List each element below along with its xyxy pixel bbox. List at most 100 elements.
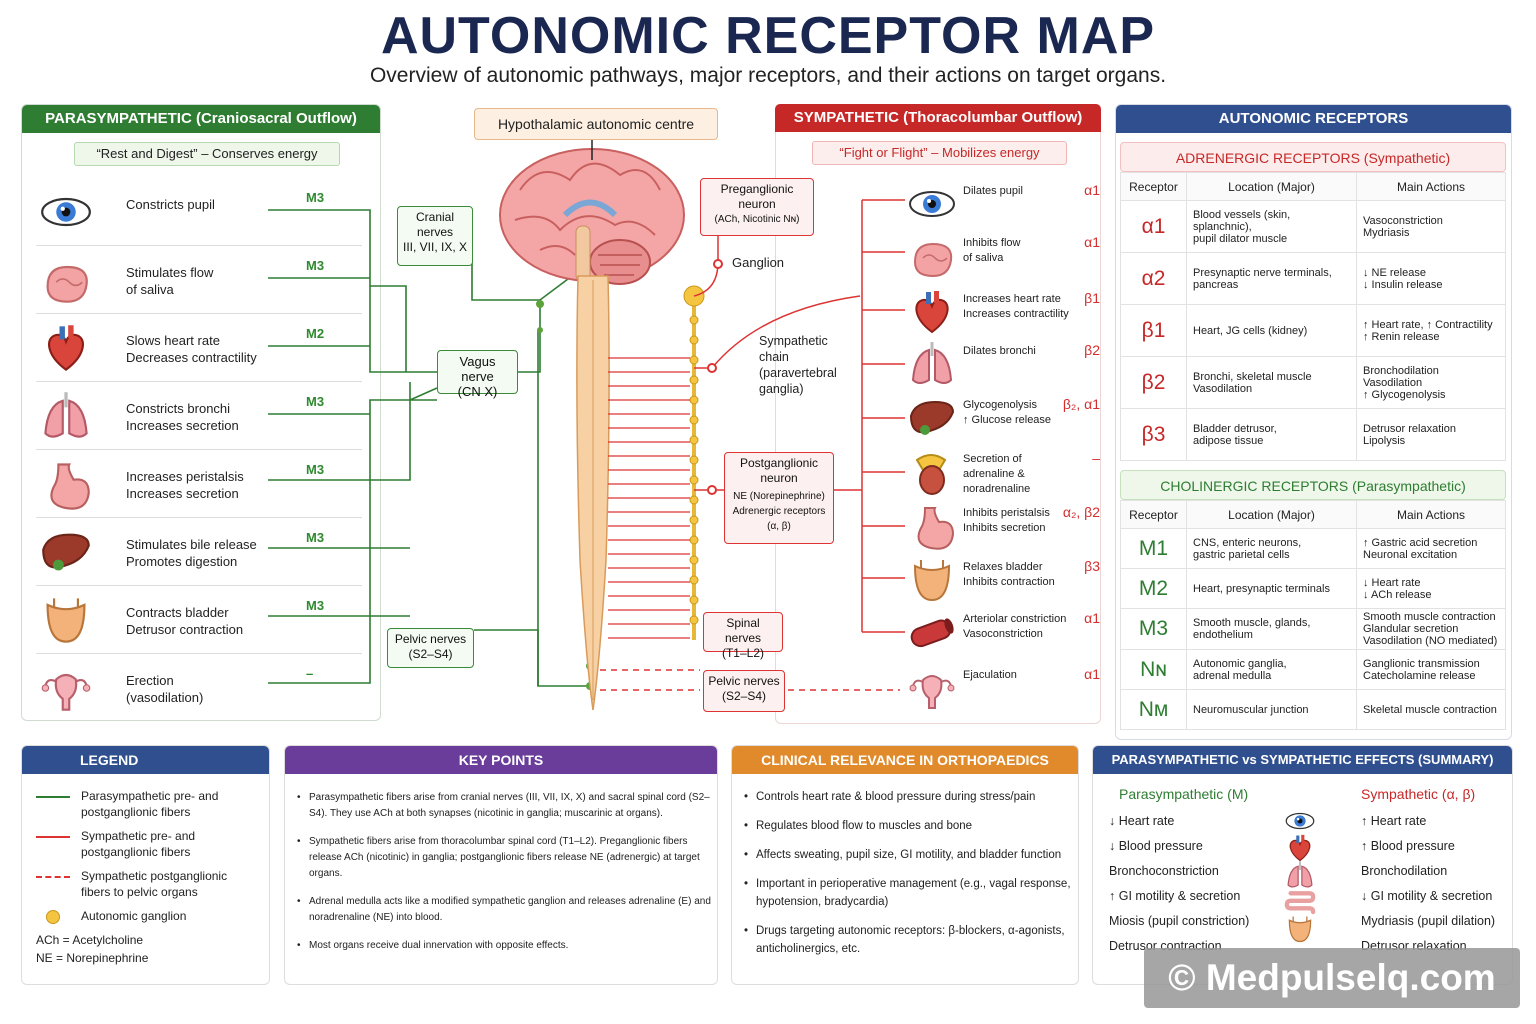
sympathetic-action: Relaxes bladder Inhibits contraction — [963, 561, 1055, 588]
key-point-item: Adrenal medulla acts like a modified sym… — [295, 894, 711, 926]
receptor-actions: Ganglionic transmission Catecholamine re… — [1356, 649, 1506, 690]
postganglionic-neuron-box: Postganglionic neuron NE (Norepinephrine… — [724, 452, 834, 544]
legend-swatch-red — [36, 836, 70, 838]
summary-left-item: ↓ Blood pressure — [1109, 839, 1203, 853]
bladder-icon — [907, 556, 957, 604]
stomach-icon — [38, 458, 94, 510]
parasympathetic-receptor: M3 — [306, 598, 325, 613]
clinical-list: Controls heart rate & blood pressure dur… — [742, 788, 1074, 969]
liver-icon — [907, 394, 957, 442]
receptor-actions: ↓ NE release ↓ Insulin release — [1356, 252, 1506, 305]
uterus-icon — [907, 664, 957, 712]
summary-left-header: Parasympathetic (M) — [1119, 786, 1249, 802]
parasympathetic-receptor: M3 — [306, 462, 325, 477]
sympathetic-action: Ejaculation — [963, 669, 1017, 681]
receptor-location: Neuromuscular junction — [1186, 689, 1357, 730]
summary-left-item: Miosis (pupil constriction) — [1109, 914, 1250, 928]
receptor-symbol: M3 — [1120, 608, 1187, 650]
adrenergic-header: ADRENERGIC RECEPTORS (Sympathetic) — [1120, 142, 1506, 172]
clinical-item: Controls heart rate & blood pressure dur… — [742, 788, 1074, 806]
sympathetic-action: Dilates pupil — [963, 185, 1023, 197]
legend-item-label: Sympathetic pre- and postganglionic fibe… — [81, 829, 196, 859]
parasympathetic-receptor: M2 — [306, 326, 325, 341]
sympathetic-row: Secretion of adrenaline & noradrenaline– — [905, 444, 1100, 502]
spinal-nerves-box: Spinal nerves (T1–L2) — [703, 612, 783, 660]
sympathetic-header: SYMPATHETIC (Thoracolumbar Outflow) — [775, 104, 1101, 132]
salivary-gland-icon — [907, 232, 957, 280]
parasympathetic-row: Erection (vasodilation)– — [36, 654, 362, 720]
liver-icon — [38, 526, 94, 578]
sympathetic-receptor: α1 — [1084, 234, 1100, 250]
parasympathetic-action: Increases peristalsis Increases secretio… — [126, 469, 244, 501]
bladder-icon — [1283, 914, 1317, 944]
summary-right-item: Mydriasis (pupil dilation) — [1361, 914, 1496, 928]
eye-icon — [907, 180, 957, 228]
summary-left-item: Bronchoconstriction — [1109, 864, 1219, 878]
clinical-panel: CLINICAL RELEVANCE IN ORTHOPAEDICS Contr… — [731, 745, 1079, 985]
receptor-column-header: Location (Major) — [1186, 500, 1357, 529]
receptor-column-header: Main Actions — [1356, 500, 1506, 529]
receptor-symbol: α2 — [1120, 252, 1187, 305]
receptor-column-header: Receptor — [1120, 500, 1187, 529]
receptor-column-header: Location (Major) — [1186, 172, 1357, 201]
sympathetic-action: Arteriolar constriction Vasoconstriction — [963, 613, 1067, 640]
receptor-symbol: M2 — [1120, 568, 1187, 609]
legend-header: LEGEND — [22, 746, 269, 774]
receptor-location: Heart, presynaptic terminals — [1186, 568, 1357, 609]
heart-icon — [38, 322, 94, 374]
cholinergic-header: CHOLINERGIC RECEPTORS (Parasympathetic) — [1120, 470, 1506, 500]
parasympathetic-receptor: M3 — [306, 190, 325, 205]
clinical-header: CLINICAL RELEVANCE IN ORTHOPAEDICS — [732, 746, 1078, 774]
clinical-item: Affects sweating, pupil size, GI motilit… — [742, 846, 1074, 864]
parasympathetic-action: Slows heart rate Decreases contractility — [126, 333, 257, 365]
receptor-location: Bronchi, skeletal muscle Vasodilation — [1186, 356, 1357, 409]
summary-right-header: Sympathetic (α, β) — [1361, 786, 1476, 802]
sympathetic-ganglia-markers — [707, 259, 723, 495]
hypothalamus-box: Hypothalamic autonomic centre — [474, 108, 718, 140]
preganglionic-neuron-box: Preganglionic neuron (ACh, Nicotinic Nɴ) — [700, 178, 814, 236]
receptor-column-header: Receptor — [1120, 172, 1187, 201]
receptor-location: Heart, JG cells (kidney) — [1186, 304, 1357, 357]
sympathetic-receptor: α1 — [1084, 610, 1100, 626]
summary-right-item: ↑ Heart rate — [1361, 814, 1427, 828]
receptor-column-header: Main Actions — [1356, 172, 1506, 201]
pelvic-nerves-right-box: Pelvic nerves (S2–S4) — [703, 670, 785, 712]
key-points-list: Parasympathetic fibers arise from crania… — [295, 790, 711, 966]
receptor-symbol: β2 — [1120, 356, 1187, 409]
sympathetic-receptor: β1 — [1084, 290, 1100, 306]
heart-icon — [907, 288, 957, 336]
receptor-actions: Vasoconstriction Mydriasis — [1356, 200, 1506, 253]
parasympathetic-receptor: M3 — [306, 394, 325, 409]
receptor-location: Autonomic ganglia, adrenal medulla — [1186, 649, 1357, 690]
parasympathetic-action: Stimulates flow of saliva — [126, 265, 214, 297]
key-point-item: Parasympathetic fibers arise from crania… — [295, 790, 711, 822]
stomach-icon — [907, 502, 957, 550]
receptor-symbol: M1 — [1120, 528, 1187, 569]
parasympathetic-panel: PARASYMPATHETIC (Craniosacral Outflow) “… — [21, 104, 381, 721]
summary-right-item: ↓ GI motility & secretion — [1361, 889, 1493, 903]
sympathetic-receptor: – — [1092, 450, 1100, 466]
sympathetic-chain — [683, 285, 705, 640]
summary-panel: PARASYMPATHETIC vs SYMPATHETIC EFFECTS (… — [1092, 745, 1513, 985]
lungs-icon — [38, 390, 94, 442]
eye-icon — [1283, 806, 1317, 836]
sympathetic-row: Arteriolar constriction Vasoconstriction… — [905, 604, 1100, 662]
key-point-item: Sympathetic fibers arise from thoracolum… — [295, 834, 711, 882]
legend-abbr-ach: ACh = Acetylcholine — [36, 933, 144, 947]
key-points-header: KEY POINTS — [285, 746, 717, 774]
brain-icon — [499, 148, 685, 285]
